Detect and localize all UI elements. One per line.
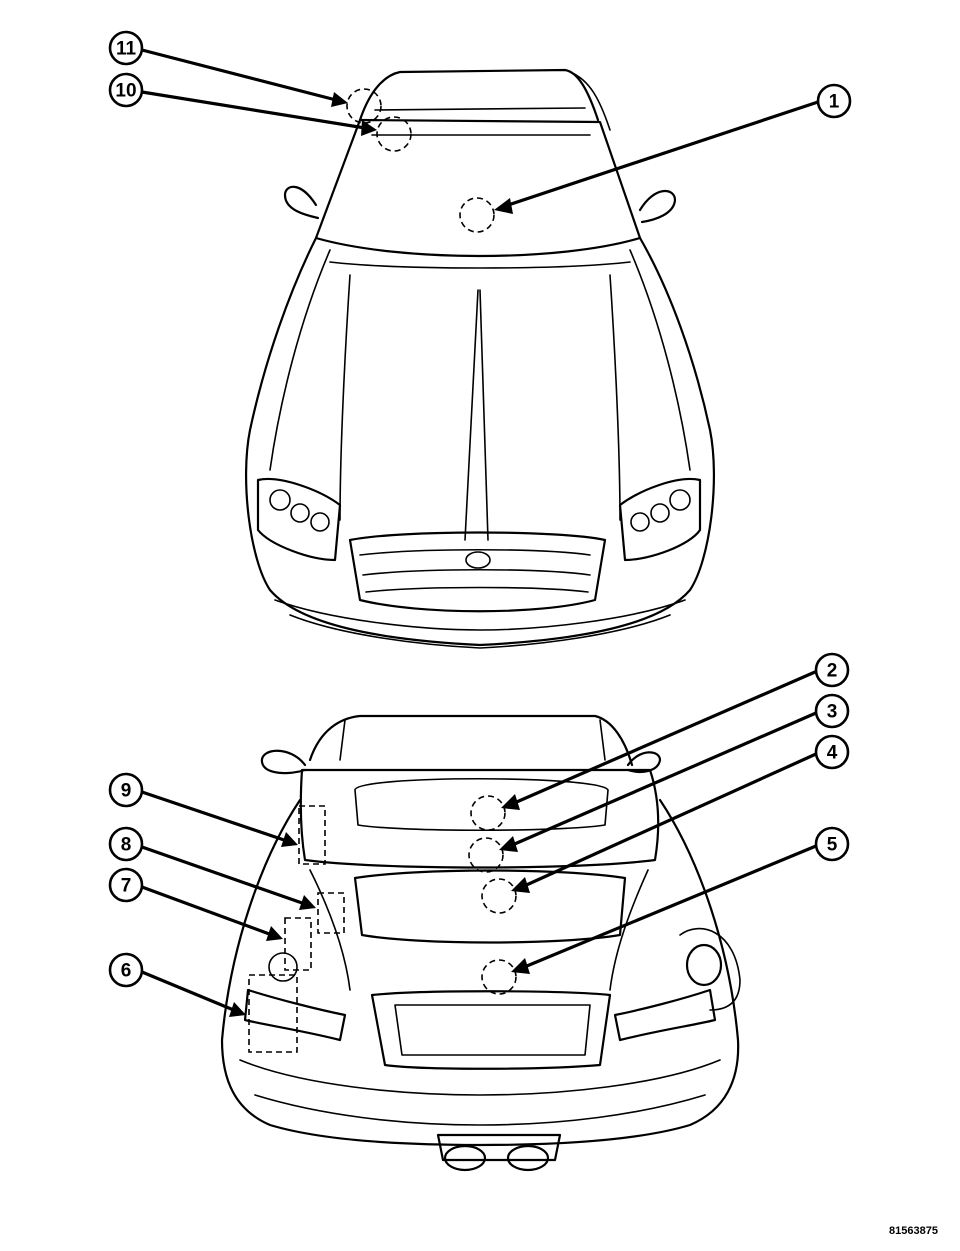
label-marker-6: [248, 974, 298, 1053]
callout-9: 9: [108, 772, 144, 808]
callout-number: 4: [827, 743, 838, 764]
callout-number: 11: [116, 39, 137, 60]
callout-3: 3: [814, 693, 850, 729]
callout-1: 1: [816, 83, 852, 119]
callout-number: 2: [827, 661, 838, 682]
callout-11: 11: [108, 30, 144, 66]
label-marker-2: [470, 795, 506, 831]
label-marker-1: [459, 197, 495, 233]
callout-number: 10: [115, 81, 136, 102]
callout-4: 4: [814, 734, 850, 770]
callout-8: 8: [108, 826, 144, 862]
label-marker-10: [376, 116, 412, 152]
label-marker-8: [317, 892, 345, 934]
callout-number: 1: [829, 92, 840, 113]
label-marker-5: [481, 959, 517, 995]
label-marker-11: [346, 88, 382, 124]
callout-2: 2: [814, 652, 850, 688]
leader-lines: [140, 48, 820, 1017]
label-marker-9: [298, 805, 326, 865]
callout-number: 5: [827, 835, 838, 856]
callout-number: 6: [121, 961, 132, 982]
callout-number: 8: [121, 835, 132, 856]
callout-number: 7: [121, 876, 132, 897]
callout-7: 7: [108, 867, 144, 903]
label-marker-4: [481, 878, 517, 914]
rear-view-vehicle: [220, 714, 741, 1172]
callout-5: 5: [814, 826, 850, 862]
callout-10: 10: [108, 72, 144, 108]
label-marker-3: [468, 837, 504, 873]
label-marker-7: [284, 917, 312, 971]
callout-number: 3: [827, 702, 838, 723]
figure-id: 81563875: [889, 1225, 938, 1237]
callout-number: 9: [121, 781, 132, 802]
callout-6: 6: [108, 952, 144, 988]
front-view-vehicle: [245, 68, 715, 649]
